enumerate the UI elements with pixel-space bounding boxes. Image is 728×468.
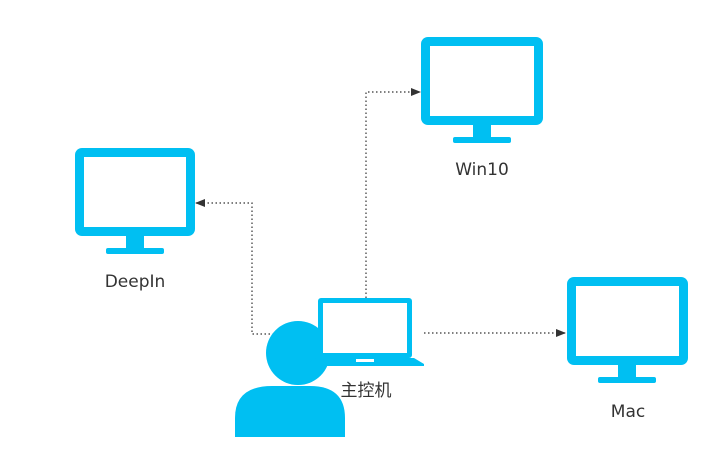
win10-label: Win10 <box>455 160 509 180</box>
win10-monitor-icon <box>421 37 543 143</box>
mac-label: Mac <box>610 402 646 422</box>
deepin-label: DeepIn <box>104 272 166 292</box>
controller-user-icon <box>235 321 345 437</box>
deepin-monitor-icon <box>75 148 195 254</box>
mac-monitor-icon <box>567 277 688 383</box>
edge-controller-to-deepin <box>195 199 318 335</box>
connectors <box>195 88 566 337</box>
edge-controller-to-win10 <box>365 88 421 298</box>
controller-laptop-icon <box>306 298 424 366</box>
controller-label: 主控机 <box>340 381 392 401</box>
